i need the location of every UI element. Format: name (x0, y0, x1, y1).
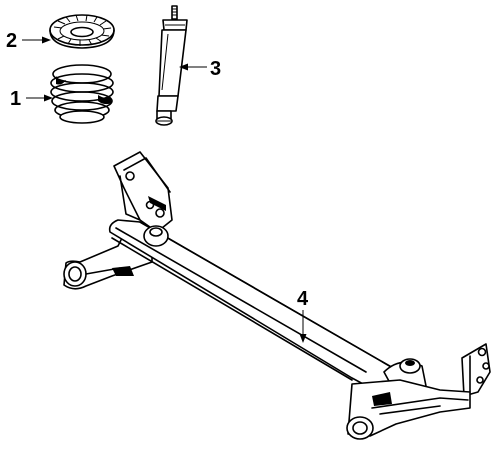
callout-4: 4 (297, 288, 309, 343)
spring-insulator (49, 14, 115, 49)
callout-2: 2 (6, 30, 51, 52)
callout-3: 3 (179, 58, 221, 80)
shock-absorber (155, 5, 188, 126)
coil-spring (50, 64, 114, 124)
callout-label-1: 1 (10, 88, 21, 110)
callout-1: 1 (10, 88, 53, 110)
callout-label-2: 2 (6, 30, 17, 52)
callout-label-3: 3 (210, 58, 221, 80)
callout-label-4: 4 (297, 288, 309, 310)
rear-axle-beam (63, 151, 491, 440)
